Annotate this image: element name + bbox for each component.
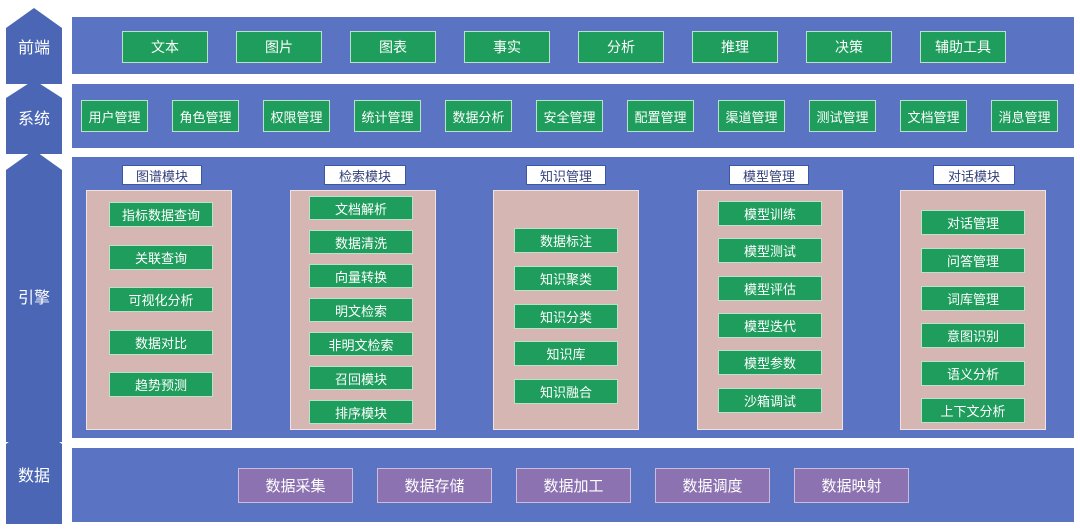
module-knowledge-item-annotation[interactable]: 数据标注	[514, 228, 618, 253]
layer-label-data: 数据	[6, 424, 62, 524]
module-model-item-parameters[interactable]: 模型参数	[718, 350, 822, 375]
layer-label-data-text: 数据	[17, 466, 50, 485]
module-model-title: 模型管理	[729, 165, 809, 185]
module-knowledge-item-knowledge-base[interactable]: 知识库	[514, 341, 618, 366]
system-item-document[interactable]: 文档管理	[900, 100, 967, 132]
module-retrieval-item-plain-search[interactable]: 明文检索	[309, 298, 413, 322]
module-retrieval-item-ranking[interactable]: 排序模块	[309, 400, 413, 424]
system-item-role[interactable]: 角色管理	[172, 100, 239, 132]
module-dialogue-item-lexicon-mgmt[interactable]: 词库管理	[921, 286, 1025, 311]
system-item-security[interactable]: 安全管理	[536, 100, 603, 132]
frontend-item-tools[interactable]: 辅助工具	[920, 31, 1006, 63]
module-knowledge-item-fusion[interactable]: 知识融合	[514, 379, 618, 404]
module-graph-item-data-compare[interactable]: 数据对比	[109, 330, 213, 355]
frontend-item-analysis[interactable]: 分析	[578, 31, 664, 63]
module-retrieval-item-vector-convert[interactable]: 向量转换	[309, 264, 413, 288]
layer-label-system-text: 系统	[17, 109, 50, 128]
module-graph-title: 图谱模块	[122, 165, 202, 185]
frontend-item-text[interactable]: 文本	[122, 31, 208, 63]
data-item-processing[interactable]: 数据加工	[516, 468, 631, 503]
module-retrieval-item-nonplain-search[interactable]: 非明文检索	[309, 332, 413, 356]
module-retrieval-item-doc-parse[interactable]: 文档解析	[309, 196, 413, 220]
module-model-item-testing[interactable]: 模型测试	[718, 238, 822, 263]
layer-label-engine: 引擎	[6, 150, 62, 442]
module-model-item-sandbox[interactable]: 沙箱调试	[718, 388, 822, 413]
system-item-message[interactable]: 消息管理	[991, 100, 1058, 132]
module-graph-item-relation-query[interactable]: 关联查询	[109, 245, 213, 270]
module-graph-item-visual-analysis[interactable]: 可视化分析	[109, 287, 213, 312]
module-knowledge-title: 知识管理	[526, 165, 606, 185]
layer-label-engine-text: 引擎	[17, 288, 50, 307]
data-item-collect[interactable]: 数据采集	[238, 468, 353, 503]
module-dialogue-item-context[interactable]: 上下文分析	[921, 398, 1025, 423]
system-item-user[interactable]: 用户管理	[81, 100, 148, 132]
module-model-item-evaluation[interactable]: 模型评估	[718, 276, 822, 301]
module-model-item-iteration[interactable]: 模型迭代	[718, 313, 822, 338]
layer-label-system: 系统	[6, 80, 62, 154]
module-dialogue-item-qa-mgmt[interactable]: 问答管理	[921, 248, 1025, 273]
data-item-mapping[interactable]: 数据映射	[794, 468, 909, 503]
module-retrieval-item-data-clean[interactable]: 数据清洗	[309, 230, 413, 254]
frontend-item-fact[interactable]: 事实	[464, 31, 550, 63]
module-retrieval-item-recall[interactable]: 召回模块	[309, 366, 413, 390]
data-item-scheduling[interactable]: 数据调度	[655, 468, 770, 503]
module-dialogue-title: 对话模块	[933, 165, 1015, 185]
module-graph-item-trend-forecast[interactable]: 趋势预测	[109, 372, 213, 397]
frontend-item-reasoning[interactable]: 推理	[692, 31, 778, 63]
module-knowledge-item-classification[interactable]: 知识分类	[514, 304, 618, 329]
layer-label-frontend: 前端	[6, 8, 62, 84]
frontend-item-image[interactable]: 图片	[236, 31, 322, 63]
frontend-item-decision[interactable]: 决策	[806, 31, 892, 63]
system-item-channel[interactable]: 渠道管理	[718, 100, 785, 132]
system-item-test[interactable]: 测试管理	[809, 100, 876, 132]
system-item-data-analysis[interactable]: 数据分析	[445, 100, 512, 132]
module-retrieval-title: 检索模块	[324, 165, 406, 185]
system-item-statistics[interactable]: 统计管理	[354, 100, 421, 132]
module-knowledge-item-clustering[interactable]: 知识聚类	[514, 266, 618, 291]
module-model-item-training[interactable]: 模型训练	[718, 201, 822, 226]
module-graph-item-indicator-query[interactable]: 指标数据查询	[109, 202, 213, 227]
module-dialogue-item-dialogue-mgmt[interactable]: 对话管理	[921, 210, 1025, 235]
layer-label-frontend-text: 前端	[17, 38, 50, 57]
system-item-config[interactable]: 配置管理	[627, 100, 694, 132]
data-item-storage[interactable]: 数据存储	[377, 468, 492, 503]
module-dialogue-item-semantic[interactable]: 语义分析	[921, 361, 1025, 386]
module-dialogue-item-intent[interactable]: 意图识别	[921, 323, 1025, 348]
frontend-item-chart[interactable]: 图表	[350, 31, 436, 63]
system-item-permission[interactable]: 权限管理	[263, 100, 330, 132]
